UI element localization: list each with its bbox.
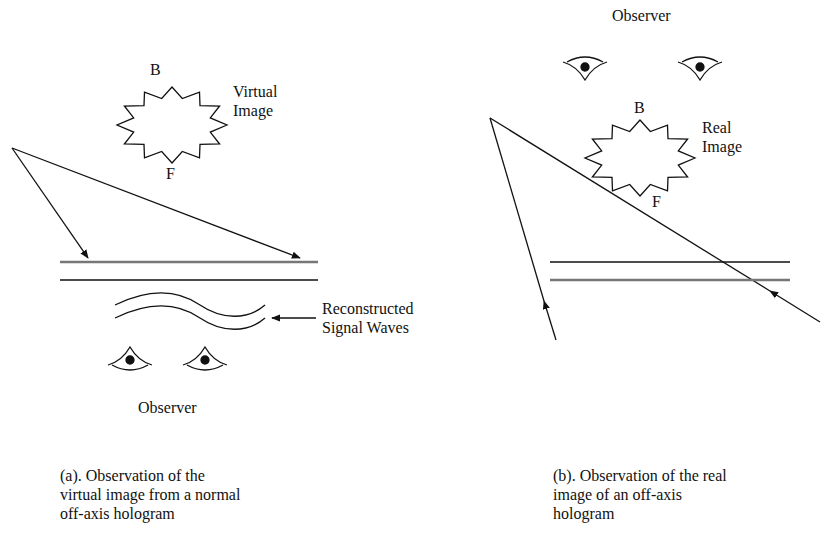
- image-label: Virtual Image: [233, 82, 303, 120]
- point-label: F: [652, 192, 661, 211]
- eye-symbol: [108, 347, 152, 370]
- caption: (a). Observation of the virtual image fr…: [60, 466, 248, 523]
- point-label: F: [166, 164, 175, 183]
- hologram-plate: [550, 261, 790, 263]
- point-label: B: [634, 98, 645, 117]
- point-label: B: [150, 60, 161, 79]
- caption: (b). Observation of the real image of an…: [553, 466, 741, 523]
- reference-ray: [770, 291, 820, 322]
- eye-symbol: [678, 57, 722, 80]
- object-image: [585, 120, 695, 196]
- hologram-plate: [60, 279, 318, 281]
- reference-ray: [490, 118, 770, 291]
- image-label: Real Image: [702, 118, 764, 156]
- leader-arrow: [272, 317, 316, 318]
- reference-ray: [12, 148, 300, 258]
- observer-label: Observer: [138, 398, 197, 417]
- wavefront: [115, 306, 265, 329]
- reference-ray: [12, 148, 88, 258]
- observer-label: Observer: [612, 6, 671, 25]
- reference-ray: [544, 301, 556, 340]
- hologram-plate: [60, 261, 318, 264]
- hologram-plate: [550, 279, 790, 282]
- eye-symbol: [563, 57, 607, 80]
- reference-ray: [490, 118, 544, 301]
- eye-symbol: [183, 347, 227, 370]
- callout-label: Reconstructed Signal Waves: [322, 299, 442, 337]
- object-image: [117, 87, 227, 163]
